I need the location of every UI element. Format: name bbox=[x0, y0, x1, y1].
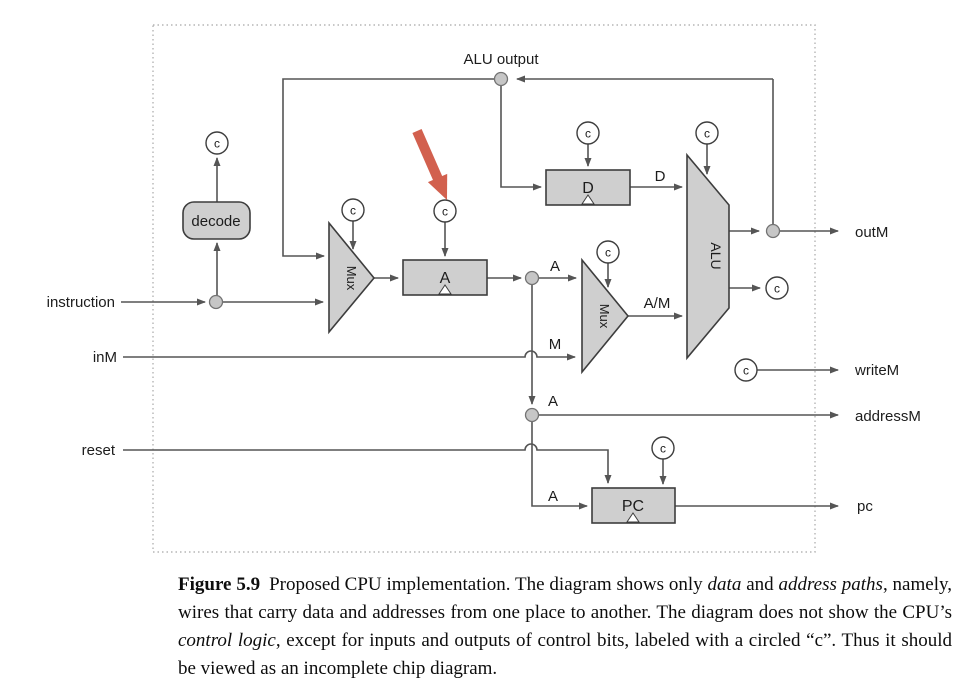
a-clock-chevron-icon bbox=[438, 284, 452, 295]
control-bit-label: c bbox=[774, 282, 780, 296]
control-bit-label: c bbox=[743, 364, 749, 378]
control-bit-mux1: c bbox=[341, 198, 365, 222]
mux1-label: Mux bbox=[344, 266, 359, 291]
d-register-label: D bbox=[582, 180, 594, 197]
control-bit-a-register: c bbox=[433, 199, 457, 223]
wire-label-m: M bbox=[549, 336, 562, 353]
alu-output-label: ALU output bbox=[463, 51, 539, 68]
control-bit-writem: c bbox=[734, 358, 758, 382]
control-bit-mux2: c bbox=[596, 240, 620, 264]
control-bit-d-register: c bbox=[576, 121, 600, 145]
a-register: A bbox=[402, 259, 488, 296]
wire-label-d: D bbox=[655, 168, 666, 185]
control-bit-alu: c bbox=[695, 121, 719, 145]
alu: ALU bbox=[686, 152, 730, 361]
mux1: Mux bbox=[328, 220, 376, 335]
control-bit-label: c bbox=[585, 127, 591, 141]
wire-a-to-pc bbox=[531, 415, 588, 510]
control-bit-label: c bbox=[704, 127, 710, 141]
junction-dots bbox=[208, 71, 781, 423]
decode-box: decode bbox=[182, 201, 251, 240]
red-annotation-arrow-icon bbox=[412, 128, 448, 200]
caption-italic-address-paths: address paths bbox=[778, 574, 883, 595]
output-label-outm: outM bbox=[855, 224, 888, 241]
input-label-reset: reset bbox=[82, 442, 116, 459]
wire-feedback-to-mux1 bbox=[282, 78, 501, 260]
junction-instruction bbox=[208, 294, 224, 310]
control-bit-label: c bbox=[350, 204, 356, 218]
control-bit-alu-out: c bbox=[765, 276, 789, 300]
control-bit-decode: c bbox=[205, 131, 229, 155]
caption-text: , namely, wires that carry data and addr… bbox=[178, 574, 952, 623]
control-bit-pc: c bbox=[651, 436, 675, 460]
figure-number: Figure 5.9 bbox=[178, 574, 261, 595]
pc-clock-chevron-icon bbox=[626, 512, 640, 523]
output-label-pc: pc bbox=[857, 498, 873, 515]
decode-label: decode bbox=[191, 213, 240, 230]
mux2-label: Mux bbox=[597, 304, 612, 329]
cpu-diagram: decode Mux A D Mux ALU PC bbox=[47, 24, 921, 553]
d-register: D bbox=[545, 169, 631, 206]
a-register-label: A bbox=[440, 270, 451, 287]
junction-alu-output bbox=[493, 71, 509, 87]
figure-caption: Figure 5.9 Proposed CPU implementation. T… bbox=[178, 571, 952, 683]
output-label-writem: writeM bbox=[854, 362, 899, 379]
caption-italic-data: data bbox=[707, 574, 742, 595]
wire-label-a-mux2: A bbox=[550, 258, 560, 275]
wire-feedback-to-d bbox=[500, 79, 542, 191]
junction-address bbox=[524, 407, 540, 423]
control-bits: c c c c c c c c bbox=[205, 121, 789, 460]
control-bit-label: c bbox=[214, 137, 220, 151]
control-bit-label: c bbox=[605, 246, 611, 260]
junction-outm bbox=[765, 223, 781, 239]
caption-text: Proposed CPU implementation. The diagram… bbox=[269, 574, 708, 595]
mux2: Mux bbox=[581, 257, 630, 375]
d-clock-chevron-icon bbox=[581, 194, 595, 205]
caption-text: , except for inputs and outputs of contr… bbox=[178, 630, 953, 679]
caption-italic-control-logic: control logic bbox=[178, 630, 276, 651]
pc-register-label: PC bbox=[622, 498, 644, 515]
wire-reset bbox=[123, 443, 612, 484]
wires bbox=[121, 75, 839, 510]
output-label-addressm: addressM bbox=[855, 408, 921, 425]
wire-label-a-address: A bbox=[548, 393, 558, 410]
wire-inm bbox=[123, 350, 576, 361]
wire-label-a-m: A/M bbox=[644, 295, 671, 312]
wire-label-a-pc: A bbox=[548, 488, 558, 505]
input-label-inm: inM bbox=[93, 349, 117, 366]
alu-label: ALU bbox=[708, 242, 724, 269]
caption-text: and bbox=[741, 574, 779, 595]
input-label-instruction: instruction bbox=[47, 294, 115, 311]
control-bit-label: c bbox=[660, 442, 666, 456]
junction-a-out bbox=[524, 270, 540, 286]
pc-register: PC bbox=[591, 487, 676, 524]
control-bit-label: c bbox=[442, 205, 448, 219]
